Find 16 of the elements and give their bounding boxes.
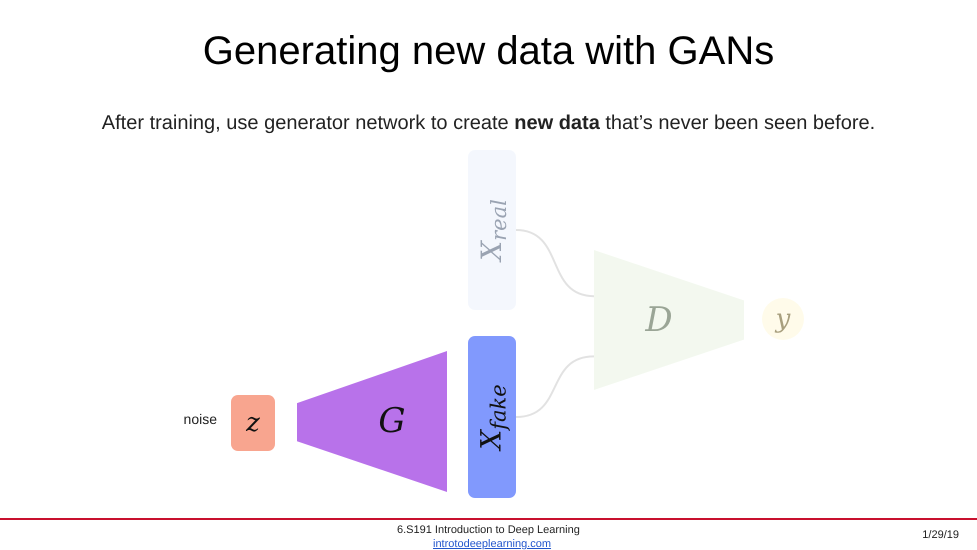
math-symbol: G <box>378 400 406 443</box>
generator-trapezoid <box>297 351 447 492</box>
subtitle-text: After training, use generator network to create new data that’s never been seen before. <box>102 111 876 136</box>
website-link: introtodeeplearning.com <box>433 537 552 550</box>
date-text: 1/29/19 <box>922 528 959 543</box>
math-symbol: y <box>776 302 790 336</box>
course-name: 6.S191 Introduction to Deep Learning <box>397 523 580 538</box>
slide-title: Generating new data with GANs <box>202 28 774 75</box>
fake-data-box <box>468 336 516 498</box>
connector-curve <box>516 229 594 298</box>
connector-curve <box>516 355 594 418</box>
discriminator-trapezoid <box>594 250 744 390</box>
node-caption: noise <box>184 410 217 429</box>
real-data-box <box>468 150 516 310</box>
math-symbol: D <box>645 298 673 342</box>
math-symbol: z <box>246 406 260 440</box>
